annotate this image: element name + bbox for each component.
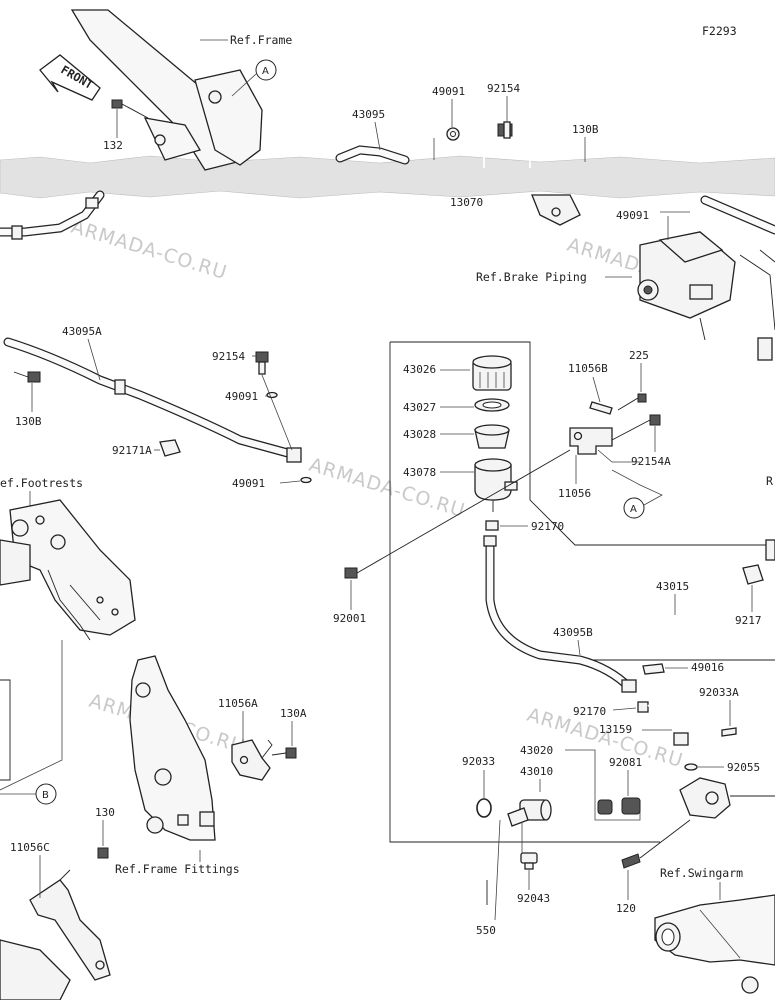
assembly-box: [389, 341, 775, 843]
label-49091-mid: 49091: [225, 390, 258, 403]
watermark-3: ARMADA-CO.RU: [307, 454, 468, 522]
label-92055: 92055: [727, 761, 760, 774]
label-43095: 43095: [352, 108, 385, 121]
diaphragm-43028: [474, 424, 510, 449]
piston-43010: [507, 799, 552, 827]
bolt-130b-left: [13, 371, 41, 383]
label-49091-low: 49091: [232, 477, 265, 490]
ref-brake-piping: Ref.Brake Piping: [476, 270, 587, 284]
label-120: 120: [616, 902, 636, 915]
label-550: 550: [476, 924, 496, 937]
screw-225: [617, 393, 647, 411]
label-92033a: 92033A: [699, 686, 739, 699]
callout-a-mid[interactable]: [623, 497, 645, 519]
label-43095a: 43095A: [62, 325, 102, 338]
footrest-bracket: [0, 499, 136, 641]
label-92154-top: 92154: [487, 82, 520, 95]
label-49091-top: 49091: [432, 85, 465, 98]
label-130a: 130A: [280, 707, 307, 720]
cap-43026: [472, 355, 512, 391]
label-43020: 43020: [520, 744, 553, 757]
bracket-11056: [569, 427, 613, 455]
label-13070: 13070: [450, 196, 483, 209]
front-arrow: FRONT: [39, 54, 101, 101]
callout-a-mid-label: A: [630, 504, 637, 515]
bolt-132: [111, 99, 149, 119]
label-92154-mid: 92154: [212, 350, 245, 363]
bolt-92154-mid: [255, 351, 269, 375]
pin-92043: [520, 852, 538, 870]
label-92170-low: 92170: [573, 705, 606, 718]
clip-92171a: [159, 439, 181, 457]
label-9217-right: 9217: [735, 614, 762, 627]
callout-b-label: B: [42, 790, 49, 801]
ref-footrests: ef.Footrests: [0, 476, 83, 490]
label-43078: 43078: [403, 466, 436, 479]
bolt-11056b: [589, 401, 613, 415]
label-225: 225: [629, 349, 649, 362]
label-11056b: 11056B: [568, 362, 608, 375]
ref-frame-fittings: Ref.Frame Fittings: [115, 862, 240, 876]
label-130b-left: 130B: [15, 415, 42, 428]
bolt-120: [621, 819, 691, 869]
bolt-92001: [344, 449, 571, 579]
label-92170-top: 92170: [531, 520, 564, 533]
clip-9217-right: [742, 539, 775, 585]
label-92171a: 92171A: [112, 444, 152, 457]
ref-frame: Ref.Frame: [230, 33, 292, 47]
clip-49016: [642, 663, 665, 675]
label-11056a: 11056A: [218, 697, 258, 710]
label-43010: 43010: [520, 765, 553, 778]
label-43095b: 43095B: [553, 626, 593, 639]
label-130b-top: 130B: [572, 123, 599, 136]
ring-92033: [476, 798, 492, 818]
label-49091-right: 49091: [616, 209, 649, 222]
ref-right-cut: R: [766, 474, 773, 488]
label-130: 130: [95, 806, 115, 819]
label-43015: 43015: [656, 580, 689, 593]
label-43028: 43028: [403, 428, 436, 441]
label-43026: 43026: [403, 363, 436, 376]
torn-strip: [0, 155, 775, 199]
label-132: 132: [103, 139, 123, 152]
plate-43027: [474, 398, 510, 412]
abs-unit: [637, 231, 736, 341]
bolt-92154-top: [497, 121, 513, 139]
label-92043: 92043: [517, 892, 550, 905]
master-cylinder-body: [679, 777, 775, 819]
ref-swingarm: Ref.Swingarm: [660, 866, 743, 880]
callout-a-top-label: A: [262, 66, 269, 77]
clamp-92170-low: [637, 701, 649, 713]
bolt-130a: [271, 747, 297, 759]
spring-92081: [597, 797, 641, 815]
label-13159: 13159: [599, 723, 632, 736]
label-11056: 11056: [558, 487, 591, 500]
frame-part: [70, 9, 263, 171]
bolt-130: [97, 847, 109, 859]
label-92081: 92081: [609, 756, 642, 769]
bracket-11056c: [0, 869, 111, 1000]
reservoir-43078: [474, 458, 518, 512]
nut-92154a: [611, 414, 661, 441]
label-49016: 49016: [691, 661, 724, 674]
watermark-1: ARMADA-CO.RU: [69, 216, 230, 284]
frame-fitting-plate: [129, 655, 216, 841]
clamp-92170-top: [485, 520, 499, 531]
label-92001: 92001: [333, 612, 366, 625]
callout-a-top[interactable]: [255, 59, 277, 81]
label-92154a: 92154A: [631, 455, 671, 468]
swingarm-part: [654, 894, 775, 994]
label-11056c: 11056C: [10, 841, 50, 854]
diagram-code: F2293: [702, 24, 737, 38]
label-43027: 43027: [403, 401, 436, 414]
bracket-11056a: [231, 739, 273, 781]
label-92033: 92033: [462, 755, 495, 768]
